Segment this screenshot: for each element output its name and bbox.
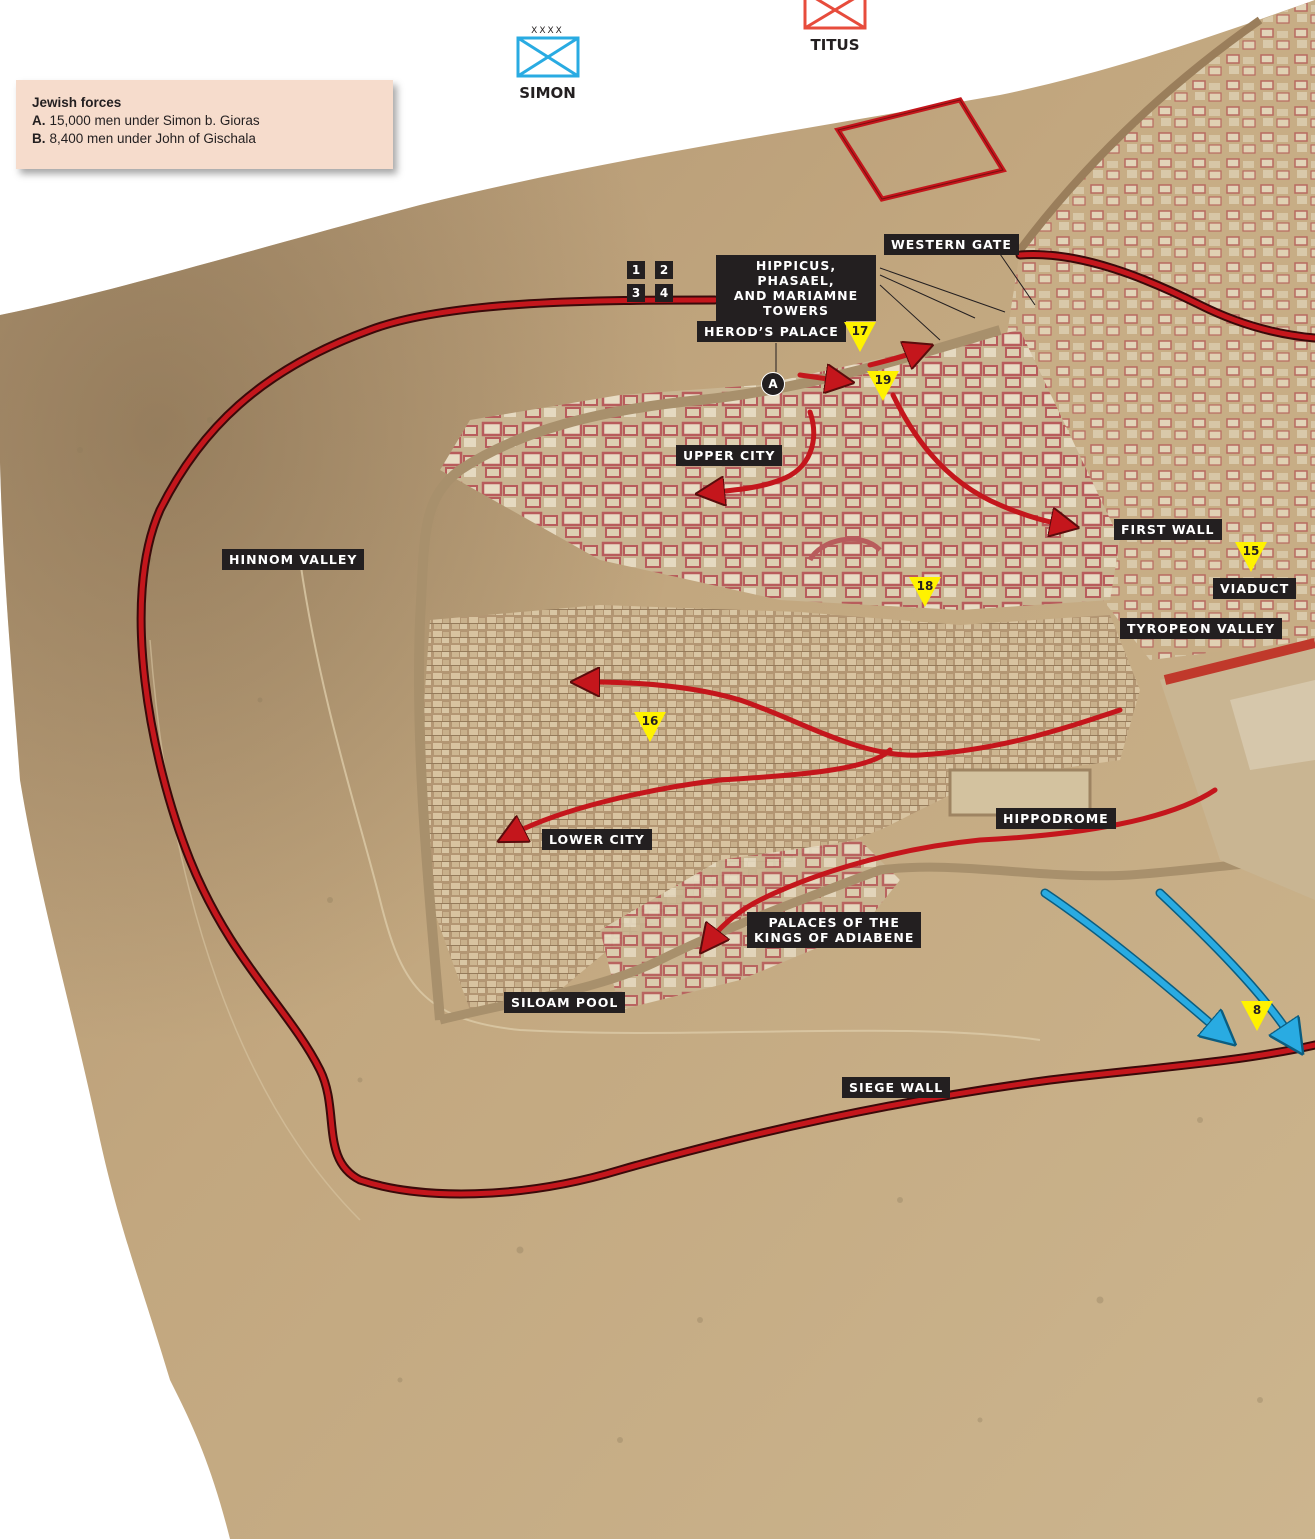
- tower-number: 4: [655, 284, 673, 302]
- label-lower-city: LOWER CITY: [542, 829, 652, 850]
- triangle-icon: [909, 577, 941, 607]
- unit-simon: XXXX SIMON: [500, 26, 595, 102]
- label-siege-wall: SIEGE WALL: [842, 1077, 951, 1098]
- event-marker-15: 15: [1234, 541, 1268, 573]
- event-marker-8: 8: [1240, 1000, 1274, 1032]
- event-marker-number: 8: [1252, 1003, 1262, 1017]
- label-herods-palace: HEROD’S PALACE: [697, 321, 846, 342]
- tower-number: 3: [627, 284, 645, 302]
- label-tyropeon-valley: TYROPEON VALLEY: [1120, 618, 1282, 639]
- unit-titus: TITUS: [790, 0, 880, 54]
- label-line: KINGS OF ADIABENE: [754, 930, 915, 945]
- force-marker-a: A: [761, 372, 785, 396]
- legend-box: Jewish forces A.15,000 men under Simon b…: [16, 80, 393, 169]
- legend-item-a: A.15,000 men under Simon b. Gioras: [32, 113, 377, 128]
- event-marker-number: 18: [916, 579, 934, 593]
- label-viaduct: VIADUCT: [1213, 578, 1297, 599]
- legend-key: A.: [32, 113, 46, 128]
- tower-number: 2: [655, 261, 673, 279]
- triangle-icon: [1241, 1001, 1273, 1031]
- event-marker-number: 19: [874, 373, 892, 387]
- triangle-icon: [867, 371, 899, 401]
- event-marker-18: 18: [908, 576, 942, 608]
- label-western-gate: WESTERN GATE: [884, 234, 1019, 255]
- label-line: HIPPICUS, PHASAEL,: [755, 258, 837, 288]
- event-marker-19: 19: [866, 370, 900, 402]
- unit-name: SIMON: [519, 84, 576, 102]
- legend-key: B.: [32, 131, 46, 146]
- legend-text: 8,400 men under John of Gischala: [49, 131, 256, 146]
- event-marker-number: 15: [1242, 544, 1260, 558]
- label-first-wall: FIRST WALL: [1114, 519, 1222, 540]
- event-marker-17: 17: [843, 321, 877, 353]
- legend-text: 15,000 men under Simon b. Gioras: [49, 113, 260, 128]
- unit-name: TITUS: [810, 36, 860, 54]
- label-siloam-pool: SILOAM POOL: [504, 992, 626, 1013]
- event-marker-number: 16: [641, 714, 659, 728]
- triangle-icon: [634, 712, 666, 742]
- label-palaces-adiabene: PALACES OF THE KINGS OF ADIABENE: [747, 912, 922, 948]
- legend-item-b: B.8,400 men under John of Gischala: [32, 131, 377, 146]
- unit-echelon: XXXX: [531, 26, 564, 36]
- unit-symbol-icon: [516, 36, 579, 78]
- legend-title: Jewish forces: [32, 95, 122, 110]
- tower-number: 1: [627, 261, 645, 279]
- event-marker-16: 16: [633, 711, 667, 743]
- label-hippodrome: HIPPODROME: [996, 808, 1116, 829]
- label-line: AND MARIAMNE: [733, 288, 859, 303]
- label-towers: HIPPICUS, PHASAEL, AND MARIAMNE TOWERS: [716, 255, 876, 321]
- triangle-icon: [1235, 542, 1267, 572]
- label-line: PALACES OF THE: [768, 915, 900, 930]
- label-upper-city: UPPER CITY: [676, 445, 783, 466]
- event-marker-number: 17: [851, 324, 869, 338]
- unit-symbol-icon: [803, 0, 867, 30]
- label-hinnom-valley: HINNOM VALLEY: [222, 549, 365, 570]
- label-line: TOWERS: [762, 303, 830, 318]
- triangle-icon: [844, 322, 876, 352]
